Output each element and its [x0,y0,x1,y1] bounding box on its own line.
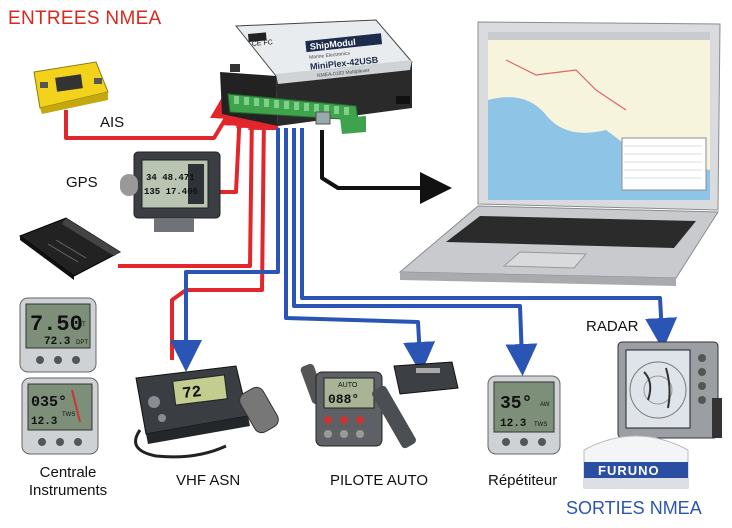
vhf-label: VHF ASN [176,472,241,489]
repeater-bottom: 12.3 [500,418,527,430]
repeater-top: 35° [500,394,532,414]
wire-pilot [284,128,436,374]
trackpad-icon [502,251,588,269]
wire-gps [218,94,256,194]
inst1-top: 7.50 [30,312,83,337]
wire-radar [300,128,678,350]
repeater-top-unit: AW [540,402,550,408]
ais-device [33,61,109,114]
multiplexer-device: CE FC ShipModul Marine Electronics MiniP… [220,19,414,134]
radome-brand: FURUNO [598,463,660,478]
repeater-label: Répétiteur [488,472,558,489]
device-sub: Marine Electronics [309,51,351,61]
pilot-screen-main: 088° [328,392,359,407]
vhf-screen: 72 [181,383,202,403]
sensor-box [18,217,122,280]
laptop [398,21,721,286]
instrument-display-2: 035° 12.3 TWS [21,377,99,455]
device-brand: ShipModul [309,37,356,52]
gps-line2: 135 17.406 [144,187,198,197]
outputs-title: SORTIES NMEA [566,498,702,518]
wire-usb [320,130,452,204]
vhf-radio: 72 [134,365,279,459]
gps-device: 34 48.471 135 17.406 [120,151,221,232]
wire-repeater [292,128,538,376]
keyboard-icon [446,216,696,248]
radar-label: RADAR [586,318,639,335]
repeater-bottom-unit: TWS [534,422,547,428]
wire-vhf [170,128,280,372]
device-desc: NMEA-0183 Multiplexer [317,68,370,80]
pilot-ram-icon [372,385,416,449]
vhf-handset-icon [239,386,279,434]
instruments-label: Centrale Instruments [22,464,114,500]
device-marks: CE FC [252,39,274,48]
radar-screen [625,349,691,429]
inst1-top-unit: KT [78,322,86,328]
ais-label: AIS [100,114,125,131]
gps-label: GPS [66,174,98,191]
autopilot: AUTO 088° [300,361,459,449]
inputs-title: ENTREES NMEA [8,8,162,29]
inst2-bottom: 12.3 [31,416,58,428]
inst1-bottom-unit: DPT [76,340,88,346]
instrument-display-1: 7.50 KT 72.3 DPT [19,297,97,373]
gps-line1: 34 48.471 [146,173,195,183]
repeater-display: 35° AW 12.3 TWS [487,375,561,455]
radar-device: FURUNO [583,341,722,489]
wire-sensor [118,96,268,268]
pilot-label: PILOTE AUTO [330,472,429,489]
pilot-screen-top: AUTO [338,382,358,389]
usb-port-icon [315,111,331,125]
inst2-bottom-unit: TWS [62,412,75,418]
instruments-label-line2: Instruments [28,482,108,499]
instruments-label-line1: Centrale [39,464,97,481]
inst2-top: 035° [31,394,67,411]
inst1-bottom: 72.3 [44,336,71,348]
